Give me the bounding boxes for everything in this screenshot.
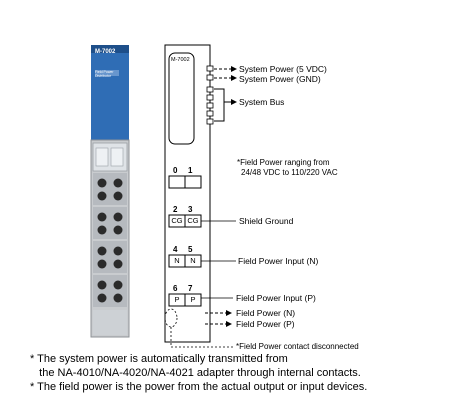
terminal-letter: CG <box>187 216 199 225</box>
label-system-bus: System Bus <box>239 97 285 107</box>
terminal-pin-number: 3 <box>188 205 193 214</box>
footnote-field-power: * The field power is the power from the … <box>30 381 368 393</box>
footnote-system-power-2: the NA-4010/NA-4020/NA-4021 adapter thro… <box>30 367 361 379</box>
terminal-pin-number: 6 <box>173 284 178 293</box>
terminal-pin-number: 4 <box>173 245 178 254</box>
label-system-power-5v: System Power (5 VDC) <box>239 64 327 74</box>
system-bus-bracket <box>214 88 225 122</box>
photo-terminal-group-3 <box>93 241 127 273</box>
photo-terminal-group-2 <box>93 207 127 239</box>
terminal-letter: P <box>190 295 196 304</box>
terminal-pin-number: 1 <box>188 166 193 175</box>
terminal-letter: P <box>174 295 180 304</box>
terminal-boxes <box>168 175 202 307</box>
terminal-pin-number: 0 <box>173 166 178 175</box>
label-field-power-p: Field Power (P) <box>236 319 295 329</box>
terminal-letter: N <box>190 256 196 265</box>
footnote-system-power-1: * The system power is automatically tran… <box>30 353 288 365</box>
disconnected-contact-marker <box>164 308 178 328</box>
photo-terminal-group-1 <box>93 173 127 205</box>
terminal-pin-number: 5 <box>188 245 193 254</box>
terminal-pin-number: 2 <box>173 205 178 214</box>
label-field-power-n: Field Power (N) <box>236 308 296 318</box>
label-field-power-input-n: Field Power Input (N) <box>238 256 319 266</box>
terminal-letter: N <box>174 256 180 265</box>
note-field-power-range-1: *Field Power ranging from <box>237 158 330 167</box>
photo-caption: Field Power Distributor <box>95 70 114 78</box>
photo-blue-panel <box>91 45 129 140</box>
terminal-pin-number: 7 <box>188 284 193 293</box>
label-field-power-input-p: Field Power Input (P) <box>236 293 316 303</box>
photo-terminal-group-4 <box>93 275 127 307</box>
schematic-model-label: M-7002 <box>171 57 190 63</box>
photo-model-label: M-7002 <box>95 49 116 55</box>
label-contact-disconnected: *Field Power contact disconnected <box>236 342 359 351</box>
label-shield-ground: Shield Ground <box>239 216 294 226</box>
note-field-power-range-2: 24/48 VDC to 110/220 VAC <box>241 168 338 177</box>
backplane-pins <box>206 65 214 125</box>
bus-connector <box>168 52 195 145</box>
terminal-letter: CG <box>171 216 183 225</box>
label-system-power-gnd: System Power (GND) <box>239 74 321 84</box>
